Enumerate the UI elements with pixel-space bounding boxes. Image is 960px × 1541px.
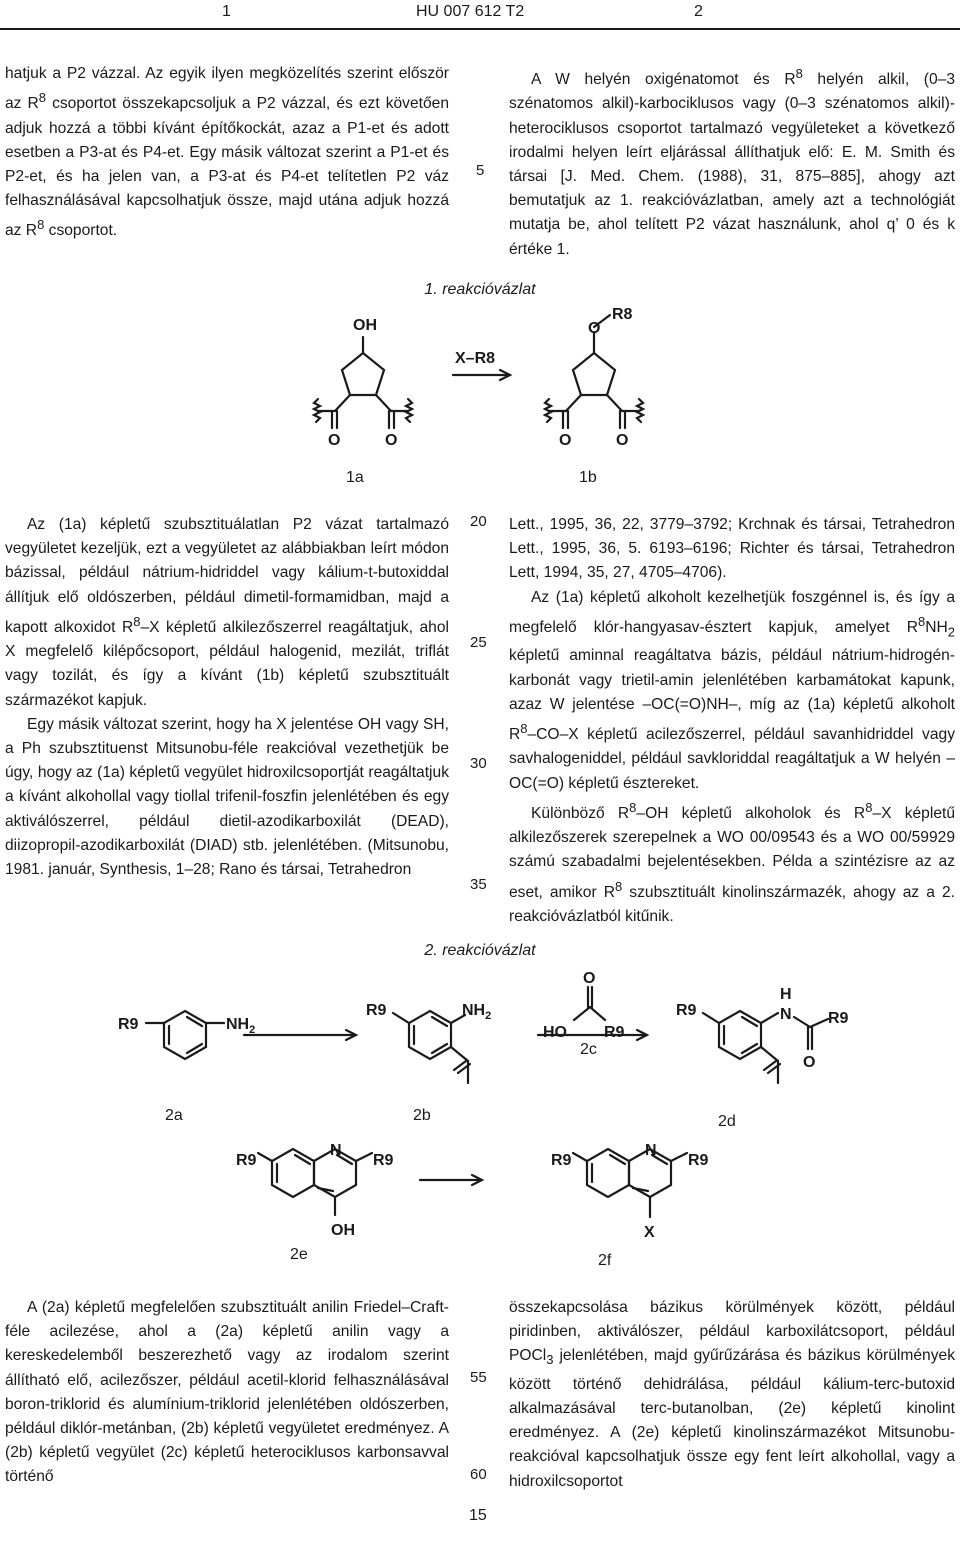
- line-number: 20: [470, 513, 487, 530]
- r9-label: R9: [688, 1152, 709, 1169]
- line-number: 25: [470, 634, 487, 651]
- oxygen-label: O: [328, 432, 340, 449]
- nh2-label: NH2: [462, 1002, 491, 1022]
- r9-label: R9: [604, 1024, 625, 1041]
- compound-label-2a: 2a: [165, 1107, 183, 1124]
- page-number: 15: [469, 1507, 487, 1524]
- r9-label: R9: [366, 1002, 387, 1019]
- nh2-label: NH2: [226, 1016, 255, 1036]
- page-number-right: 2: [694, 3, 703, 20]
- compound-label-2f: 2f: [598, 1252, 612, 1269]
- r9-label: R9: [828, 1010, 849, 1027]
- compound-label-2d: 2d: [718, 1113, 736, 1130]
- r9-label: R9: [236, 1152, 257, 1169]
- oxygen-label: O: [583, 970, 595, 987]
- line-number: 60: [470, 1466, 487, 1483]
- nitrogen-label: N: [645, 1142, 657, 1159]
- page-number-left: 1: [222, 3, 231, 20]
- top-right-paragraph: A W helyén oxigénatomot és R8 helyén alk…: [509, 66, 955, 258]
- line-number: 55: [470, 1369, 487, 1386]
- oxygen-label: O: [588, 320, 600, 337]
- paragraph: Az (1a) képletű alkoholt kezelhetjük fos…: [509, 588, 955, 792]
- oxygen-label: O: [559, 432, 571, 449]
- paragraph: Különböző R8–OH képletű alkoholok és R8–…: [509, 799, 955, 925]
- middle-left-column: Az (1a) képletű szubsztituálatlan P2 váz…: [5, 513, 449, 882]
- nitrogen-label: N: [780, 1006, 792, 1023]
- top-right-column: A W helyén oxigénatomot és R8 helyén alk…: [509, 62, 955, 262]
- scheme1-drawing: OH X–R8 O R8 O O O O: [311, 306, 646, 449]
- paragraph: Egy másik változat szerint, hogy ha X je…: [5, 715, 449, 879]
- r9-label: R9: [551, 1152, 572, 1169]
- paragraph: Lett., 1995, 36, 22, 3779–3792; Krchnak …: [509, 516, 955, 582]
- bottom-right-column: összekapcsolása bázikus körülmények közö…: [509, 1296, 955, 1494]
- scheme2-drawing: R9 NH2 R9 NH2 HO O R9 R9 H N O R9 R9 N R…: [118, 970, 849, 1241]
- oxygen-label: O: [803, 1054, 815, 1071]
- reagent-label: X–R8: [455, 350, 495, 367]
- bottom-left-column: A (2a) képletű megfelelően szubsztituált…: [5, 1296, 449, 1490]
- ho-label: HO: [543, 1024, 567, 1041]
- header-rule: [0, 28, 960, 30]
- x-label: X: [644, 1224, 655, 1241]
- line-number: 35: [470, 876, 487, 893]
- compound-label-1b: 1b: [579, 469, 597, 486]
- paragraph: összekapcsolása bázikus körülmények közö…: [509, 1299, 955, 1490]
- line-number: 30: [470, 755, 487, 772]
- oxygen-label: O: [616, 432, 628, 449]
- r9-label: R9: [676, 1002, 697, 1019]
- oh-label: OH: [353, 317, 377, 334]
- top-left-paragraph: hatjuk a P2 vázzal. Az egyik ilyen megkö…: [5, 65, 449, 240]
- scheme2-title: 2. reakcióvázlat: [424, 942, 536, 959]
- compound-label-2b: 2b: [413, 1107, 431, 1124]
- oh-label: OH: [331, 1222, 355, 1239]
- hydrogen-label: H: [780, 986, 792, 1003]
- r9-label: R9: [118, 1016, 139, 1033]
- nitrogen-label: N: [330, 1142, 342, 1159]
- line-number: 5: [476, 162, 485, 179]
- compound-label-2e: 2e: [290, 1246, 308, 1263]
- oxygen-label: O: [385, 432, 397, 449]
- paragraph: A (2a) képletű megfelelően szubsztituált…: [5, 1299, 449, 1486]
- compound-label-1a: 1a: [346, 469, 364, 486]
- top-left-column: hatjuk a P2 vázzal. Az egyik ilyen megkö…: [5, 62, 449, 244]
- middle-right-column: Lett., 1995, 36, 22, 3779–3792; Krchnak …: [509, 513, 955, 929]
- patent-number: HU 007 612 T2: [416, 3, 525, 20]
- r8-label: R8: [612, 306, 633, 323]
- scheme1-title: 1. reakcióvázlat: [424, 281, 536, 298]
- paragraph: Az (1a) képletű szubsztituálatlan P2 váz…: [5, 516, 449, 709]
- r9-label: R9: [373, 1152, 394, 1169]
- compound-label-2c: 2c: [580, 1041, 597, 1058]
